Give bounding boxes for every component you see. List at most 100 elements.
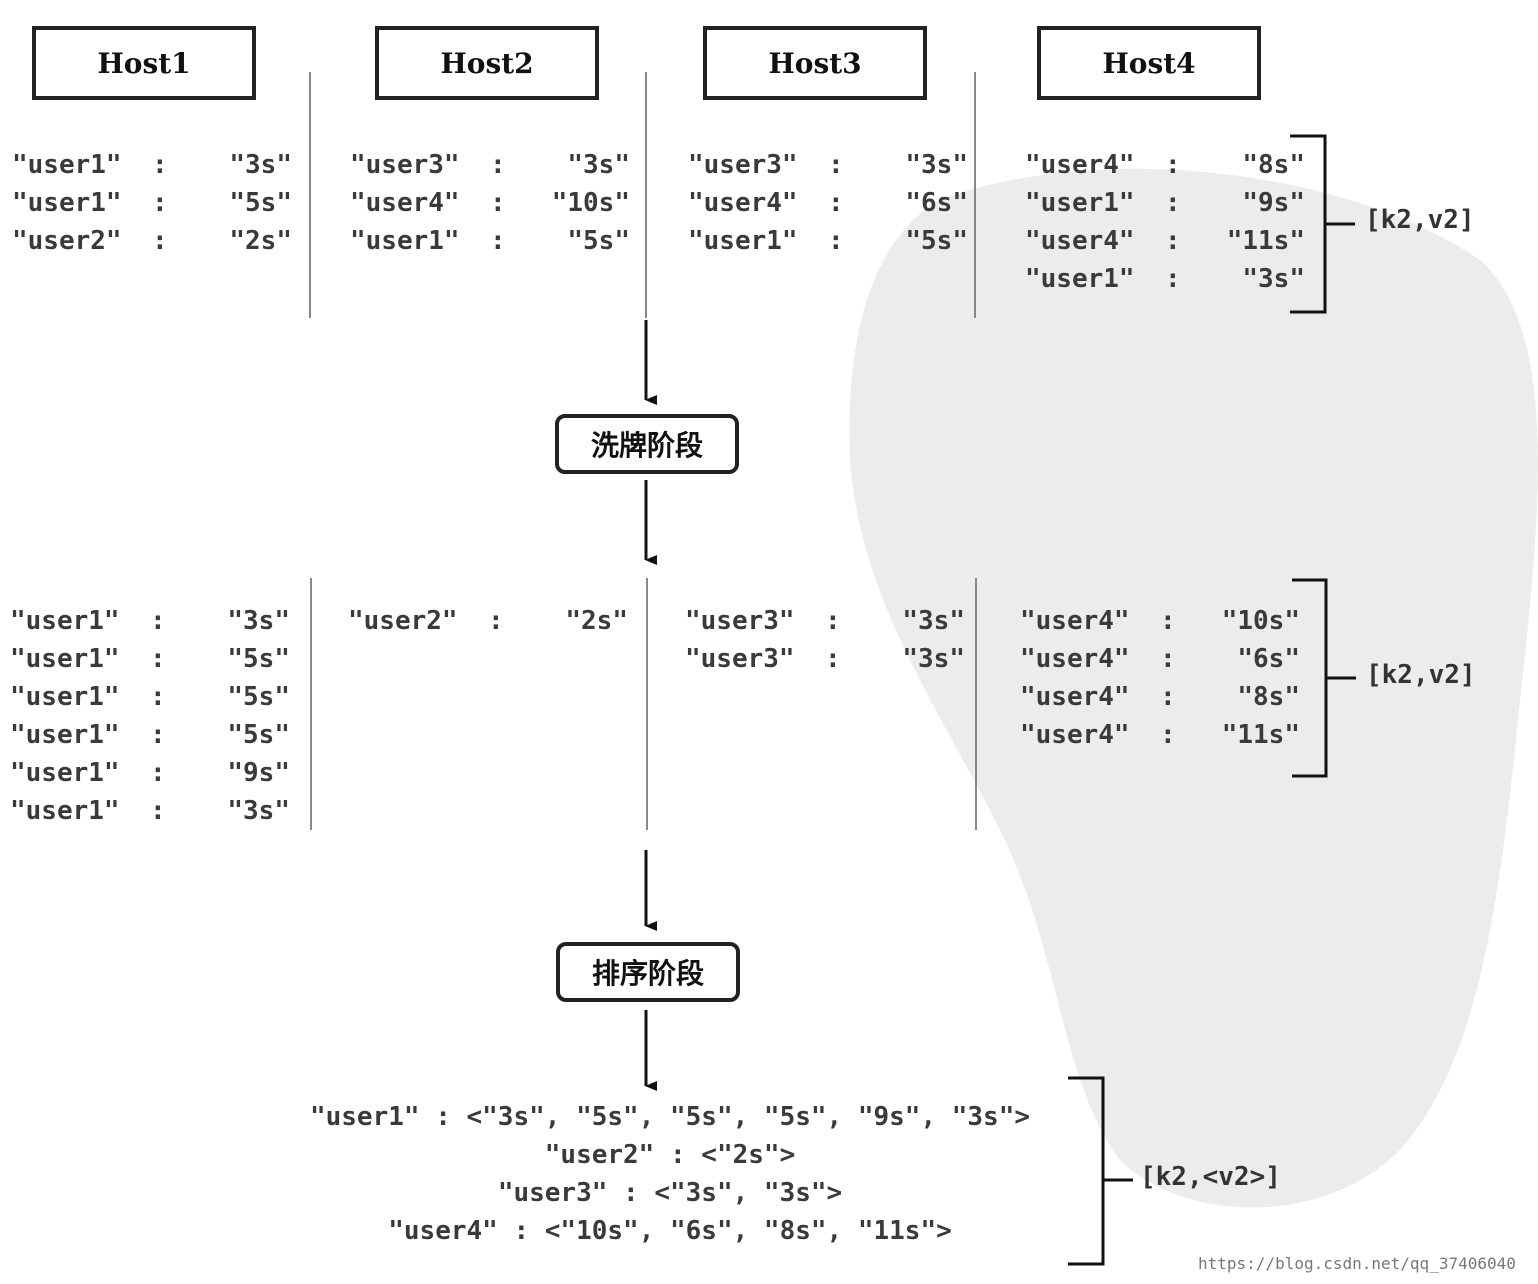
kv-key: "user3" [685, 644, 795, 674]
kv-row: "user3": "3s" [685, 602, 965, 640]
bracket-label-shuffle: [k2,v2] [1366, 660, 1476, 690]
host2-box: Host2 [375, 26, 599, 100]
bracket-1 [1290, 134, 1355, 314]
bracket-2 [1292, 578, 1356, 778]
kv-row: "user1":"9s" [1025, 184, 1305, 222]
kv-row: "user1":"5s" [688, 222, 968, 260]
kv-key: "user1" [1025, 264, 1135, 294]
kv-key: "user4" [1025, 150, 1135, 180]
kv-colon: : [152, 188, 168, 218]
kv-row: "user2":"2s" [12, 222, 292, 260]
kv-row: "user2": "2s" [348, 602, 628, 640]
separator-line [309, 72, 311, 318]
kv-colon: : [490, 226, 506, 256]
kv-colon: : [490, 188, 506, 218]
sorted-output-line: "user3" : <"3s", "3s"> [497, 1178, 843, 1208]
sort-stage-box: 排序阶段 [556, 942, 740, 1002]
shuffle-stage-box: 洗牌阶段 [555, 414, 739, 474]
shuffle-output-host2: "user2": "2s" [348, 602, 628, 640]
kv-colon: : [152, 226, 168, 256]
kv-value: "9s" [1242, 188, 1305, 218]
kv-colon: : [828, 188, 844, 218]
kv-row: "user1":"5s" [12, 184, 292, 222]
kv-key: "user3" [688, 150, 798, 180]
kv-row: "user1":"5s" [10, 678, 290, 716]
kv-row: "user1": "3s" [1025, 260, 1305, 298]
kv-value: "10s" [1221, 606, 1300, 636]
kv-key: "user4" [1020, 720, 1130, 750]
kv-row: "user3": "3s" [685, 640, 965, 678]
kv-colon: : [488, 606, 504, 636]
kv-value: "3s" [902, 644, 965, 674]
shuffle-output-host4: "user4":"10s""user4":"6s""user4":"8s""us… [1020, 602, 1300, 754]
kv-row: "user1": "3s" [10, 602, 290, 640]
source-url: https://blog.csdn.net/qq_37406040 [1198, 1254, 1516, 1273]
kv-key: "user1" [10, 720, 120, 750]
kv-colon: : [150, 796, 166, 826]
kv-key: "user1" [350, 226, 460, 256]
separator-line [974, 72, 976, 318]
kv-key: "user1" [10, 606, 120, 636]
kv-value: "5s" [567, 226, 630, 256]
kv-row: "user1": "5s" [350, 222, 630, 260]
kv-row: "user3":"3s" [350, 146, 630, 184]
kv-key: "user1" [10, 796, 120, 826]
kv-value: "8s" [1242, 150, 1305, 180]
map-output-host1: "user1":"3s""user1":"5s""user2":"2s" [12, 146, 292, 260]
kv-value: "3s" [229, 150, 292, 180]
kv-colon: : [152, 150, 168, 180]
host3-box: Host3 [703, 26, 927, 100]
kv-value: "5s" [227, 720, 290, 750]
kv-colon: : [150, 606, 166, 636]
map-output-host4: "user4":"8s""user1":"9s""user4":"11s""us… [1025, 146, 1305, 298]
kv-colon: : [828, 150, 844, 180]
kv-value: "3s" [902, 606, 965, 636]
kv-colon: : [1160, 644, 1176, 674]
kv-colon: : [1160, 720, 1176, 750]
kv-key: "user3" [685, 606, 795, 636]
kv-key: "user4" [350, 188, 460, 218]
kv-row: "user4":"6s" [1020, 640, 1300, 678]
kv-value: "3s" [567, 150, 630, 180]
kv-colon: : [1165, 226, 1181, 256]
host1-box: Host1 [32, 26, 256, 100]
kv-key: "user1" [10, 682, 120, 712]
kv-colon: : [825, 644, 841, 674]
kv-row: "user1":"5s" [10, 716, 290, 754]
kv-key: "user2" [348, 606, 458, 636]
host4-box: Host4 [1037, 26, 1261, 100]
kv-value: "2s" [565, 606, 628, 636]
kv-colon: : [1160, 682, 1176, 712]
sorted-output-line: "user2" : <"2s"> [544, 1140, 796, 1170]
kv-row: "user4":"11s" [1020, 716, 1300, 754]
shuffle-output-host3: "user3": "3s" "user3": "3s" [685, 602, 965, 678]
kv-key: "user2" [12, 226, 122, 256]
kv-row: "user1":"3s" [12, 146, 292, 184]
kv-value: "6s" [905, 188, 968, 218]
bracket-label-sort: [k2,<v2>] [1140, 1162, 1281, 1192]
kv-value: "3s" [227, 606, 290, 636]
kv-colon: : [1160, 606, 1176, 636]
kv-row: "user4":"8s" [1020, 678, 1300, 716]
bracket-label-map: [k2,v2] [1365, 205, 1475, 235]
separator-line [975, 578, 977, 830]
bracket-3 [1068, 1076, 1133, 1266]
kv-row: "user4": "8s" [1025, 146, 1305, 184]
sorted-output-line: "user1" : <"3s", "5s", "5s", "5s", "9s",… [309, 1102, 1031, 1132]
kv-value: "5s" [227, 682, 290, 712]
kv-value: "8s" [1237, 682, 1300, 712]
kv-colon: : [1165, 264, 1181, 294]
map-output-host2: "user3":"3s""user4":"10s""user1":"5s" [350, 146, 630, 260]
kv-colon: : [150, 644, 166, 674]
kv-value: "3s" [1242, 264, 1305, 294]
kv-colon: : [825, 606, 841, 636]
kv-value: "6s" [1237, 644, 1300, 674]
kv-row: "user1":"3s" [10, 792, 290, 830]
kv-colon: : [150, 758, 166, 788]
kv-colon: : [828, 226, 844, 256]
separator-line [645, 72, 647, 318]
kv-colon: : [1165, 150, 1181, 180]
kv-key: "user1" [10, 758, 120, 788]
kv-row: "user4":"6s" [688, 184, 968, 222]
